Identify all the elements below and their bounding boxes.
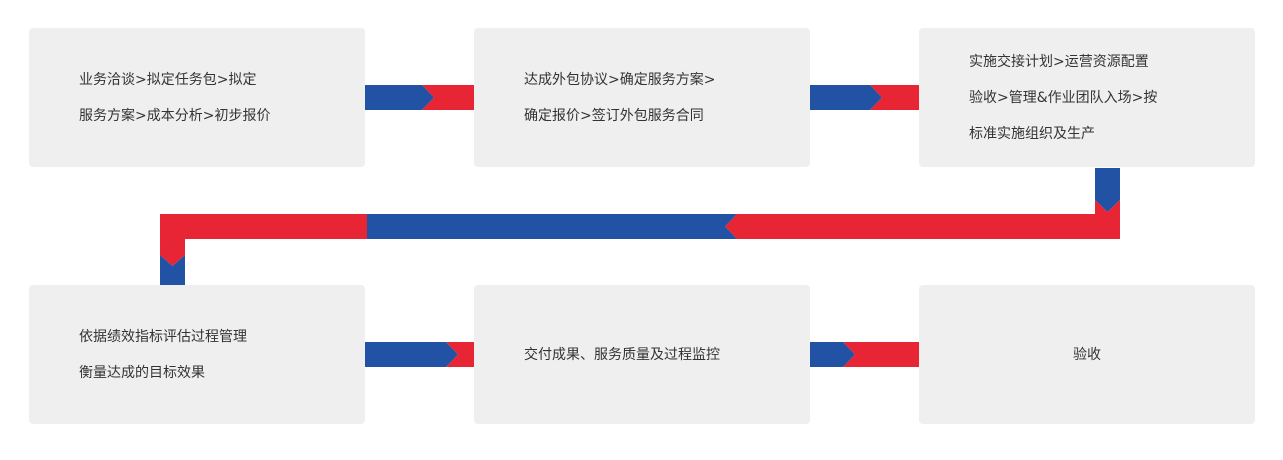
step-text: 依据绩效指标评估过程管理	[79, 328, 247, 345]
step-text: 标准实施组织及生产	[969, 125, 1095, 142]
arrow-connector-5-6	[810, 342, 919, 367]
step-card-4: 依据绩效指标评估过程管理 衡量达成的目标效果	[29, 285, 365, 424]
arrow-connector-1-2	[365, 85, 474, 110]
step-card-2: 达成外包协议>确定服务方案> 确定报价>签订外包服务合同	[474, 28, 810, 167]
arrow-connector-4-5	[365, 342, 474, 367]
step-card-3: 实施交接计划>运营资源配置 验收>管理&作业团队入场>按 标准实施组织及生产	[919, 28, 1255, 167]
step-text: 确定报价>签订外包服务合同	[524, 107, 704, 124]
step-card-1: 业务洽谈>拟定任务包>拟定 服务方案>成本分析>初步报价	[29, 28, 365, 167]
step-card-6: 验收	[919, 285, 1255, 424]
step-card-5: 交付成果、服务质量及过程监控	[474, 285, 810, 424]
step-text: 业务洽谈>拟定任务包>拟定	[79, 71, 257, 88]
step-text: 服务方案>成本分析>初步报价	[79, 107, 271, 124]
step-text: 交付成果、服务质量及过程监控	[524, 346, 720, 363]
step-text: 衡量达成的目标效果	[79, 364, 205, 381]
step-text: 达成外包协议>确定服务方案>	[524, 71, 716, 88]
step-text: 实施交接计划>运营资源配置	[969, 53, 1149, 70]
arrow-connector-2-3	[810, 85, 919, 110]
arrow-connector-3-4	[160, 168, 1120, 285]
step-text: 验收	[1073, 346, 1101, 363]
step-text: 验收>管理&作业团队入场>按	[969, 89, 1158, 106]
